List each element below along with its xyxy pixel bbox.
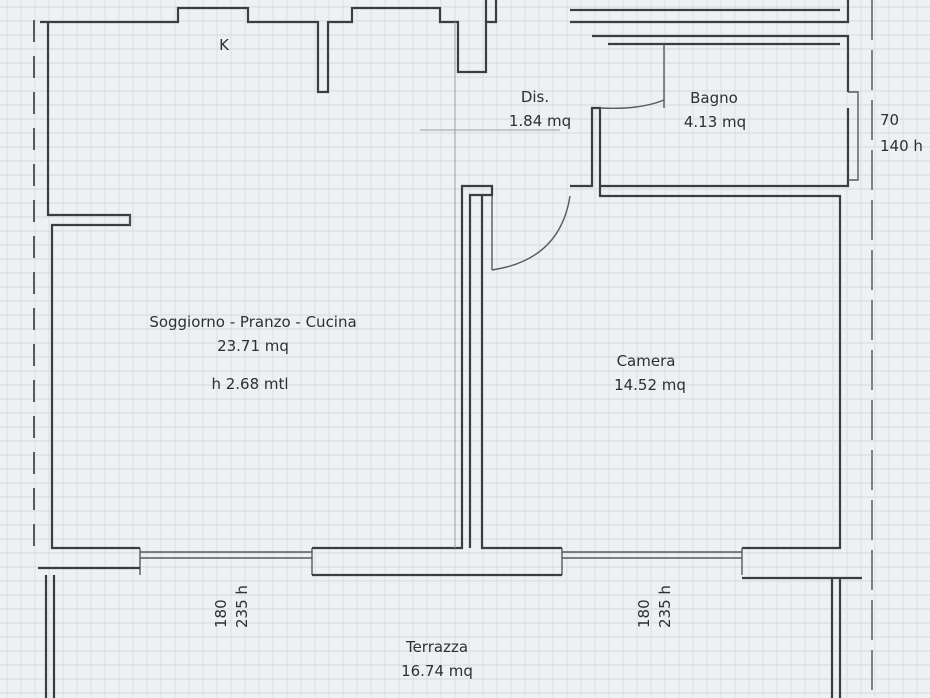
bath-area: 4.13 mq	[684, 113, 746, 131]
bath-name: Bagno	[690, 89, 738, 107]
living-room-area: 23.71 mq	[217, 337, 289, 355]
terrace-area: 16.74 mq	[401, 662, 473, 680]
bedroom-walls	[480, 34, 859, 550]
bedroom-area: 14.52 mq	[614, 376, 686, 394]
living-room-walls	[46, 22, 494, 550]
bottom-windows	[139, 548, 743, 575]
living-window-width: 180	[212, 599, 230, 628]
hall-area: 1.84 mq	[509, 112, 571, 130]
hall-name: Dis.	[521, 88, 549, 106]
door-swings	[491, 44, 665, 271]
terrace-name: Terrazza	[405, 638, 468, 656]
outer-dash-lines	[33, 0, 873, 698]
living-room-name: Soggiorno - Pranzo - Cucina	[149, 313, 356, 331]
kitchen-mark: K	[219, 36, 230, 54]
bath-window-height: 140 h	[880, 137, 923, 155]
bedroom-name: Camera	[617, 352, 676, 370]
living-room-height: h 2.68 mtl	[211, 375, 288, 393]
terrace-outline	[38, 566, 862, 698]
top-walls	[40, 0, 850, 94]
bath-window-width: 70	[880, 111, 899, 129]
bedroom-window-width: 180	[635, 599, 653, 628]
construction-lines	[420, 22, 560, 548]
bedroom-window-height: 235 h	[656, 585, 674, 628]
living-window-height: 235 h	[233, 585, 251, 628]
